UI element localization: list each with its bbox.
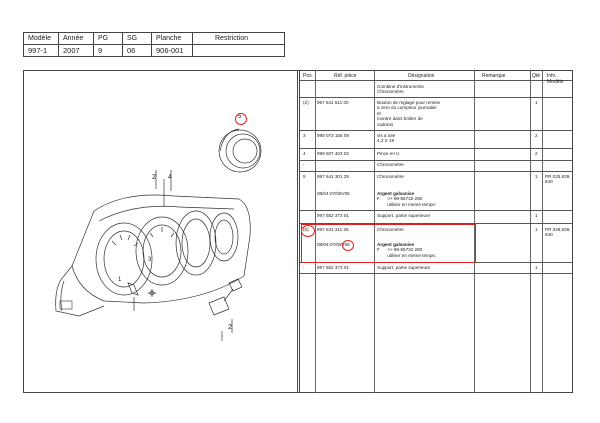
row10-desc: Support, partie superieure	[377, 265, 431, 270]
callout-4: 4	[168, 174, 172, 181]
row7-desc: Support, partie superieure	[377, 213, 431, 218]
col-remark: Remarque	[482, 73, 506, 79]
row3-ref: 999 507 403 02	[317, 151, 349, 156]
highlight-box	[301, 224, 476, 263]
header-label-pg: PG	[93, 32, 123, 45]
row5-info: PR 025,639,640	[545, 174, 571, 185]
row10-ref: 997 552 373 01	[317, 265, 349, 270]
parts-table: Pos. Réf. pièce Désignation Remarque Qté…	[300, 70, 573, 393]
row1-ref: 997 641 511 00	[317, 100, 349, 105]
col-desc: Désignation	[408, 73, 435, 79]
row6-ref: 08/04-07/06V05	[317, 191, 350, 196]
header-value-planche: 906-001	[151, 44, 193, 57]
row8-ref: 997 641 311 26	[317, 227, 349, 232]
row8-desc: Chronomètre	[377, 227, 404, 232]
row8-info: PR 026,639,640	[545, 227, 571, 238]
header-label-restriction: Restriction	[192, 32, 285, 45]
callout-1: 1	[118, 277, 122, 283]
col-qty: Qté	[532, 73, 541, 79]
header-label-sg: SG	[122, 32, 152, 45]
row7-qty: 1	[535, 213, 538, 218]
col-ref: Réf. pièce	[334, 73, 357, 79]
row7-ref: 997 552 373 01	[317, 213, 349, 218]
page-frame	[23, 70, 573, 393]
header-label-year: Année	[58, 32, 94, 45]
row9-desc: Argent galvanise >> 99-55732 280 utilise…	[377, 242, 436, 258]
col-info: Info. Modèle	[547, 73, 564, 85]
header-value-restriction	[192, 44, 285, 57]
highlight-circle-pos	[301, 225, 315, 237]
row1-qty: 1	[535, 100, 538, 105]
header-label-model: Modèle	[23, 32, 59, 45]
row4-pos: -	[303, 162, 305, 167]
header-value-pg: 9	[93, 44, 123, 57]
header-value-year: 2007	[58, 44, 94, 57]
row2-qty: 2	[535, 133, 538, 138]
row5-qty: 1	[535, 174, 538, 179]
row3-qty: 2	[535, 151, 538, 156]
callout-circle-5	[235, 113, 247, 125]
callout-5: 5	[238, 114, 242, 120]
callout-3: 3	[148, 257, 152, 263]
row2-pos: 3	[303, 133, 306, 138]
row4-desc: Chronomètre	[377, 162, 404, 167]
highlight-circle-date	[342, 240, 354, 251]
row1-pos: (2)	[303, 100, 309, 105]
row10-pos: -	[303, 265, 305, 270]
row10-qty: 1	[535, 265, 538, 270]
row9-ref: 08/04-07/08V06	[317, 242, 350, 247]
row5-pos: 5	[303, 174, 306, 179]
header-table: Modèle Année PG SG Planche Restriction 9…	[23, 32, 285, 57]
col-pos: Pos.	[303, 73, 314, 79]
instrument-cluster-diagram	[55, 128, 262, 341]
row3-desc: Pince en U	[377, 151, 400, 156]
callout-2-lower: 2	[228, 324, 232, 331]
row5-desc: Chronomètre	[377, 174, 404, 179]
row2-ref: 999 073 155 09	[317, 133, 349, 138]
row6-desc: Argent galvanise >> 99-55732 280 utilise…	[377, 191, 436, 207]
header-label-planche: Planche	[151, 32, 193, 45]
row9-prefix: F	[377, 247, 380, 252]
header-value-model: 997-1	[23, 44, 59, 57]
row3-pos: 4	[303, 151, 306, 156]
callout-2-upper: 2	[152, 174, 156, 181]
header-value-sg: 06	[122, 44, 152, 57]
panel-divider	[297, 70, 300, 393]
row5-ref: 997 641 301 25	[317, 174, 349, 179]
row8-qty: 1	[535, 227, 538, 232]
row6-prefix: F	[377, 196, 380, 201]
